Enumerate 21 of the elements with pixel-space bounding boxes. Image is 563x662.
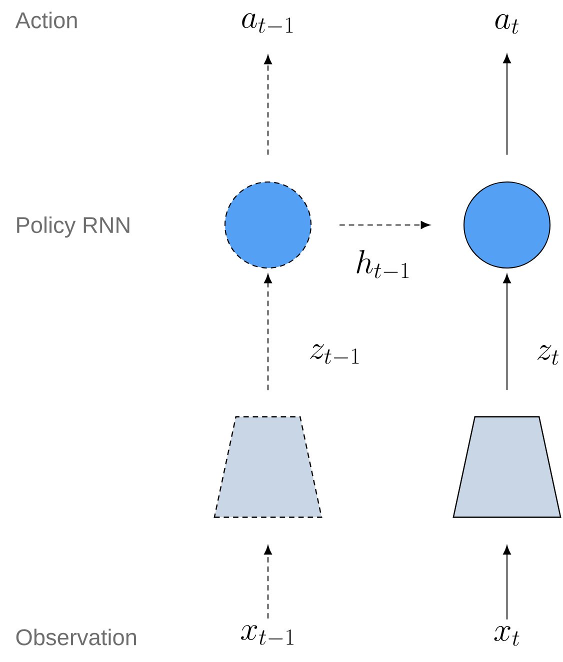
edge-label: $z_{t-1}$ — [307, 343, 363, 367]
arrow — [264, 55, 272, 155]
math-label: $a_{t-1}$ — [242, 13, 293, 33]
arrow — [503, 54, 511, 155]
math-label: $a_t$ — [495, 14, 519, 34]
rnn-circle — [224, 181, 312, 269]
math-label: $x_t$ — [494, 626, 520, 646]
edge-label: $z_t$ — [534, 344, 562, 366]
row-label: Policy RNN — [17, 216, 130, 238]
arrow — [503, 545, 511, 620]
encoder-trapezoid — [452, 416, 562, 518]
row-label: Action — [15, 12, 77, 28]
math-label: $x_{t-1}$ — [241, 625, 294, 645]
edge-label: $h_{t-1}$ — [354, 248, 412, 282]
encoder-trapezoid — [214, 416, 322, 518]
arrow — [340, 221, 430, 229]
arrow — [503, 274, 511, 390]
arrow — [264, 274, 272, 390]
row-label: Observation — [16, 628, 136, 646]
rnn-circle — [463, 181, 551, 269]
arrow — [264, 545, 272, 618]
